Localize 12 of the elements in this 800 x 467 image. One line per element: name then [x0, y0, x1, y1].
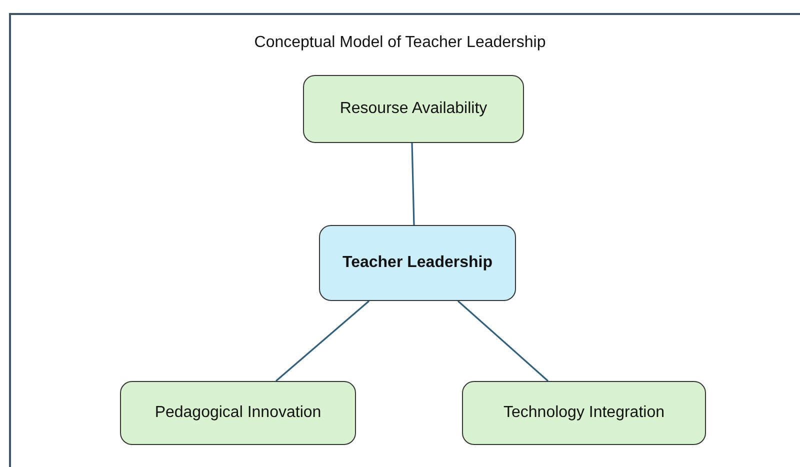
concept-box [319, 225, 516, 301]
diagram-title: Conceptual Model of Teacher Leadership [253, 34, 547, 52]
connector-line [457, 300, 549, 382]
box-label: Technology Integration [504, 404, 664, 422]
concept-box [462, 381, 706, 445]
concept-box [303, 75, 524, 143]
box-label: Teacher Leadership [342, 254, 492, 272]
connector-line [275, 300, 370, 382]
box-label: Resourse Availability [340, 100, 488, 118]
connector-line [411, 142, 415, 226]
concept-box [120, 381, 356, 445]
box-label: Pedagogical Innovation [154, 404, 322, 422]
